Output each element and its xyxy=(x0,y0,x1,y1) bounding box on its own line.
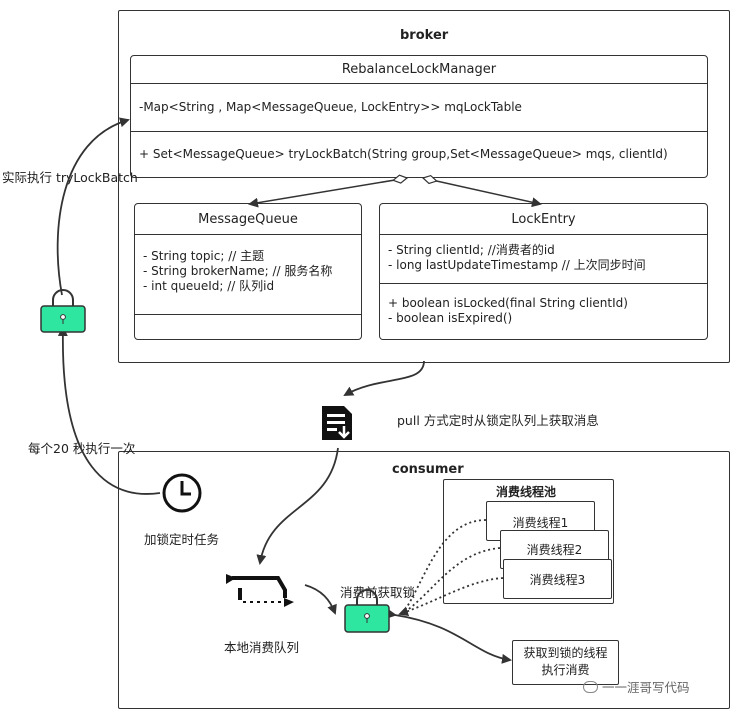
method-trylockbatch: + Set<MessageQueue> tryLockBatch(String … xyxy=(139,146,668,161)
class-methods: + boolean isLocked(final String clientId… xyxy=(380,284,707,326)
lock-entry-class: LockEntry - String clientId; //消费者的id - … xyxy=(379,203,708,340)
thread-label: 消费线程2 xyxy=(526,543,583,557)
consumer-frame xyxy=(118,451,730,709)
field-mqlocktable: -Map<String , Map<MessageQueue, LockEntr… xyxy=(139,100,522,114)
broker-title: broker xyxy=(400,28,449,43)
watermark: 一一涯哥写代码 xyxy=(583,677,690,696)
field-queueid: - int queueId; // 队列id xyxy=(143,279,275,293)
acquired-lock-label: 获取到锁的线程执行消费 xyxy=(523,646,608,677)
local-queue-label: 本地消费队列 xyxy=(224,640,300,655)
rebalance-lock-manager-class: RebalanceLockManager -Map<String , Map<M… xyxy=(130,55,708,178)
class-methods: + Set<MessageQueue> tryLockBatch(String … xyxy=(131,132,707,176)
field-clientid: - String clientId; //消费者的id xyxy=(388,243,555,257)
thread-pool-title: 消费线程池 xyxy=(496,485,557,499)
class-fields: - String clientId; //消费者的id - long lastU… xyxy=(380,235,707,284)
watermark-text: 一一涯哥写代码 xyxy=(602,680,690,695)
consumer-title: consumer xyxy=(392,462,464,477)
method-isexpired: - boolean isExpired() xyxy=(388,311,513,325)
composition-link-lockentry xyxy=(423,178,540,204)
class-name: RebalanceLockManager xyxy=(131,56,707,84)
thread-label: 消费线程3 xyxy=(529,573,586,587)
method-islocked: + boolean isLocked(final String clientId… xyxy=(388,296,628,310)
arrow-broker-to-pull xyxy=(343,360,425,396)
dotted-thread3-to-lock xyxy=(398,577,504,617)
dotted-thread2-to-lock xyxy=(404,547,501,613)
thread-box-3: 消费线程3 xyxy=(503,559,612,599)
pull-desc-label: pull 方式定时从锁定队列上获取消息 xyxy=(397,413,599,428)
arrow-queue-to-lock xyxy=(304,584,337,615)
field-lastupdatetimestamp: - long lastUpdateTimestamp // 上次同步时间 xyxy=(388,258,646,272)
lock-icon xyxy=(40,289,86,333)
arrow-timer-to-lock xyxy=(57,326,161,495)
arrow-lock-to-acquired xyxy=(386,608,512,664)
composition-link-messagequeue xyxy=(250,178,407,204)
wechat-icon xyxy=(583,680,598,693)
dotted-thread1-to-lock xyxy=(404,519,487,611)
message-queue-class: MessageQueue - String topic; // 主题 - Str… xyxy=(134,203,362,340)
field-topic: - String topic; // 主题 xyxy=(143,249,265,263)
class-name: LockEntry xyxy=(380,204,707,235)
thread-label: 消费线程1 xyxy=(512,516,569,530)
class-fields: - String topic; // 主题 - String brokerNam… xyxy=(135,235,361,315)
class-fields: -Map<String , Map<MessageQueue, LockEntr… xyxy=(131,84,707,132)
document-download-icon xyxy=(322,406,352,440)
lock-icon xyxy=(344,589,390,633)
acquired-lock-box: 获取到锁的线程执行消费 xyxy=(512,640,619,685)
lock-timer-task-label: 加锁定时任务 xyxy=(144,532,220,547)
cycle-arrows-icon xyxy=(226,574,294,607)
clock-icon xyxy=(162,473,202,513)
arrow-to-trylockbatch xyxy=(56,117,130,296)
class-name: MessageQueue xyxy=(135,204,361,235)
arrow-pull-to-queue xyxy=(256,447,339,565)
field-brokername: - String brokerName; // 服务名称 xyxy=(143,264,333,278)
